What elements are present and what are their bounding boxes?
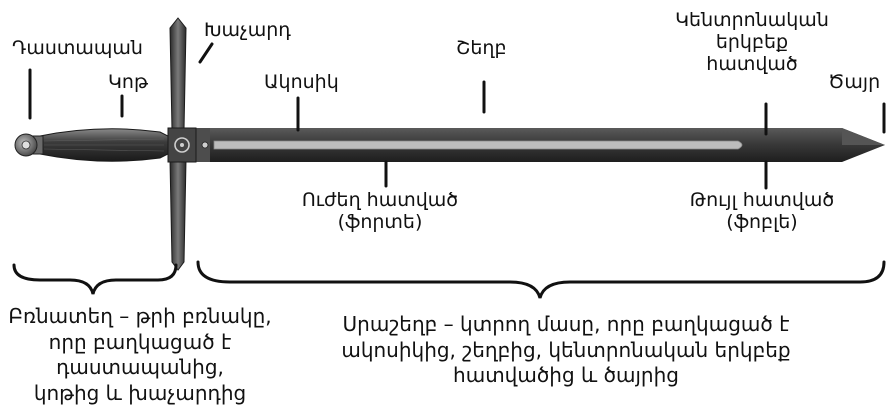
strong-label-line-2: (ֆորտե) [337,210,423,233]
grip [39,128,169,162]
center-label-line-3: հատված [706,52,798,75]
hilt-caption-line-4: կոթից և խաչարդից [33,380,247,405]
weak-label-line-2: (ֆոբլե) [726,210,798,233]
strong-section-label: Ուժեղ հատված (ֆորտե) [301,189,459,234]
tip-label: Ծայր [828,71,881,93]
hilt-caption: Բռնատեղ – թրի բռնակը, որը բաղկացած է դաս… [8,304,271,406]
weak-section-label: Թույլ հատված (ֆոբլե) [689,189,835,234]
braces [12,260,886,299]
blade-rivet [201,141,209,149]
blade-caption-line-3: հատվածից և ծայրից [453,363,679,388]
blade-caption-line-2: ակոսիկից, շեղբից, կենտրոնական երկբեք [341,337,791,362]
blade-tip-edge [842,128,885,145]
hilt-brace [12,263,178,295]
grip-label: Կոթ [108,71,148,93]
ricasso-label: Ակոսիկ [264,71,339,93]
blade-caption-line-1: Սրաշեղբ – կտրող մասը, որը բաղկացած է [342,312,790,336]
pommel-label: Դաստապան [12,37,143,59]
center-section-label: Կենտրոնական երկբեք հատված [675,9,829,76]
pommel [14,133,44,157]
fuller-groove [213,140,743,150]
strong-label-line-1: Ուժեղ հատված [301,189,459,211]
pointer-lines [28,42,886,190]
crossguard-pointer [198,42,214,64]
center-label-line-1: Կենտրոնական [675,9,829,31]
weak-label-line-1: Թույլ հատված [689,189,835,211]
hilt-caption-line-3: դաստապանից, [56,355,224,380]
crossguard-ornament [174,137,190,153]
blade-caption: Սրաշեղբ – կտրող մասը, որը բաղկացած է ակո… [341,312,790,389]
hilt-caption-line-2: որը բաղկացած է [48,329,232,354]
blade-brace [196,260,886,299]
crossguard-label: Խաչարդ [204,19,291,41]
hilt-caption-line-1: Բռնատեղ – թրի բռնակը, [8,304,272,328]
center-label-line-2: երկբեք [715,30,789,53]
crossguard [167,17,197,271]
fuller-label: Շեղբ [456,37,507,59]
blade [196,128,885,162]
